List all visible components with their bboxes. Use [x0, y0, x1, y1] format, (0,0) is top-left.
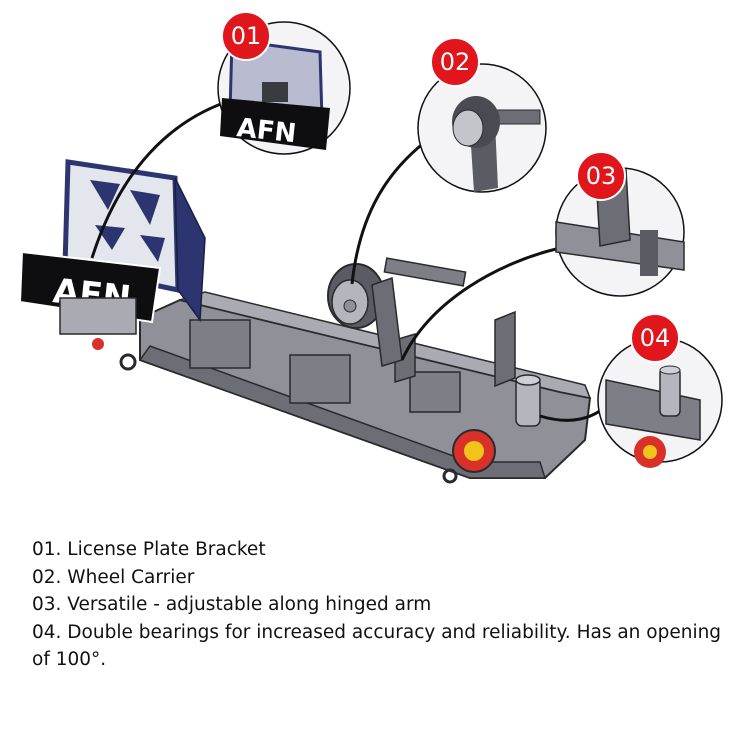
callout-badge-02-circle [430, 37, 480, 87]
detail-04-bearing [659, 367, 681, 417]
caption-04: 04. Double bearings for increased accura… [32, 621, 722, 671]
detail-01-block [262, 82, 288, 102]
plate-bracket-cutout-1 [90, 180, 120, 210]
caption-02: 02. Wheel Carrier [32, 566, 195, 588]
tow-hook-left [119, 353, 137, 371]
hinge-pivot-cap [515, 374, 541, 386]
plate-reflector [92, 338, 104, 350]
detail-03-collar [640, 230, 658, 276]
detail-circle-04 [597, 337, 723, 468]
plate-mount-block [59, 297, 137, 335]
callout-badge-02-label: 02 [440, 48, 471, 76]
detail-circle-02 [417, 63, 547, 193]
detail-01-plate [220, 98, 330, 150]
mount-bracket-mid [289, 354, 351, 404]
callout-badge-02: 02 [430, 37, 480, 87]
callout-badge-04: 04 [630, 313, 680, 363]
tail-light-inner [464, 441, 484, 461]
caption-01: 01. License Plate Bracket [32, 539, 266, 560]
callout-badge-01: 01 [221, 11, 271, 61]
callout-badge-03: 03 [576, 151, 626, 201]
callout-badge-01-label: 01 [231, 22, 262, 50]
caption-03: 03. Versatile - adjustable along hinged … [32, 594, 432, 615]
tow-hook-right [442, 468, 458, 484]
detail-01-logo: AFN [235, 113, 297, 149]
plate-bracket-cutout-2 [130, 190, 160, 225]
mount-bracket-left [189, 319, 251, 369]
detail-04-bearing-cap [659, 365, 681, 375]
arm-post-right [494, 310, 516, 388]
callout-badge-04-circle [630, 313, 680, 363]
callout-badge-04-label: 04 [640, 324, 671, 352]
bumper-diagram: AFN 4X4 ACCESSORIES AFN [18, 11, 723, 484]
feature-caption-list: 01. License Plate Bracket 02. Wheel Carr… [32, 536, 722, 674]
detail-02-face [452, 109, 484, 147]
wheel-carrier-arm [383, 257, 467, 287]
wheel-carrier-center [343, 299, 357, 313]
rear-bumper-illustration: AFN 4X4 ACCESSORIES [18, 159, 592, 484]
leader-line-02 [350, 140, 426, 285]
plate-bracket-side [174, 177, 206, 323]
plate-bracket-cutout-4 [140, 235, 165, 262]
callout-badge-03-label: 03 [586, 162, 617, 190]
mount-bracket-right [409, 371, 461, 413]
callout-badge-03-circle [576, 151, 626, 201]
detail-04-light-inner [643, 445, 657, 459]
leader-line-03 [400, 246, 561, 361]
callout-badge-01-circle [221, 11, 271, 61]
bumper-lower-face [138, 345, 547, 479]
leader-line-01 [90, 98, 233, 259]
